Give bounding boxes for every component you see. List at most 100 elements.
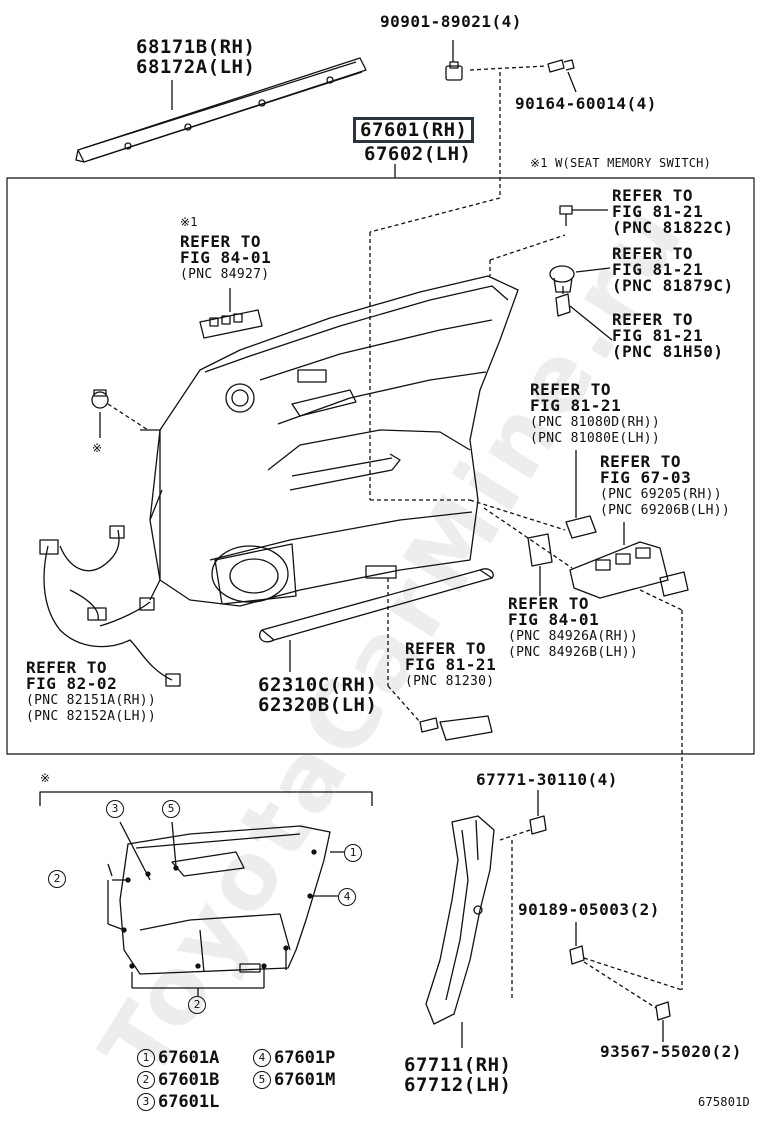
ref-81822c-line2: FIG 81-21 xyxy=(612,202,704,221)
subassembly-panel-drawing xyxy=(119,825,331,975)
label-clip-pillar: 67771-30110(4) xyxy=(476,770,618,789)
label-clip-90189: 90189-05003(2) xyxy=(518,900,660,919)
molding-strip-drawing xyxy=(75,57,367,163)
callout-marker-4: 4 xyxy=(338,888,359,906)
ref-82151-line4: (PNC 82152A(LH)) xyxy=(26,709,157,724)
ref-81h50-line2: FIG 81-21 xyxy=(612,326,704,345)
ref-84926-line4: (PNC 84926B(LH)) xyxy=(508,645,639,660)
label-panel-lh: 67602(LH) xyxy=(364,143,472,165)
ref-69205-line3: (PNC 69205(RH)) xyxy=(600,487,722,502)
ref-84927-line1: REFER TO xyxy=(180,232,262,251)
ref-81080-line3: (PNC 81080D(RH)) xyxy=(530,415,661,430)
label-panel-rh-highlight[interactable]: 67601(RH) xyxy=(353,117,475,143)
callout-marker-3: 3 xyxy=(106,800,127,818)
figure-code: 675801D xyxy=(698,1095,750,1109)
ref-84927-marker: ※1 xyxy=(180,215,198,229)
weatherstrip-drawing xyxy=(259,568,494,643)
ref-81230-line1: REFER TO xyxy=(405,639,487,658)
label-screw-93567: 93567-55020(2) xyxy=(600,1042,742,1061)
label-screw-top: 90164-60014(4) xyxy=(515,94,657,113)
ref-69205-line1: REFER TO xyxy=(600,452,682,471)
clip-81822c-drawing xyxy=(559,205,573,226)
ref-81879c-line1: REFER TO xyxy=(612,244,694,263)
ref-81h50-line1: REFER TO xyxy=(612,310,694,329)
callout-circle-4: 4 xyxy=(338,888,356,906)
rod-81h50-drawing xyxy=(555,286,571,317)
label-pillar-trim-rh: 67711(RH) xyxy=(404,1054,512,1076)
label-molding-rh: 68171B(RH) xyxy=(136,36,256,58)
switch-84926-drawing xyxy=(527,533,553,596)
clip-pillar-drawing xyxy=(529,790,547,835)
callout-marker-5: 5 xyxy=(162,800,183,818)
ref-84926-line1: REFER TO xyxy=(508,594,590,613)
legend-num-1: 1 xyxy=(136,1049,155,1067)
callout-circle-2b: 2 xyxy=(188,996,206,1014)
clip-left-asterisk: ※ xyxy=(92,441,103,455)
ref-81080-line1: REFER TO xyxy=(530,380,612,399)
legend-part-2: 67601B xyxy=(157,1070,220,1090)
clip-90189-drawing xyxy=(569,945,585,965)
legend-num-5: 5 xyxy=(252,1071,271,1089)
main-frame xyxy=(6,177,755,755)
legend-num-2: 2 xyxy=(136,1071,155,1089)
ref-81080-line4: (PNC 81080E(LH)) xyxy=(530,431,661,446)
callout-marker-1: 1 xyxy=(344,844,365,862)
clip-top-drawing xyxy=(445,40,463,81)
handle-81879c-drawing xyxy=(549,265,575,293)
ref-81879c-line3: (PNC 81879C) xyxy=(612,276,734,295)
ref-69205-line4: (PNC 69206B(LH)) xyxy=(600,503,731,518)
legend-part-3: 67601L xyxy=(157,1092,220,1112)
ref-81230-line3: (PNC 81230) xyxy=(405,674,495,689)
screw-93567-drawing xyxy=(655,1001,671,1042)
door-panel-drawing xyxy=(140,275,519,607)
ref-84927-line2: FIG 84-01 xyxy=(180,248,272,267)
ref-81080-line2: FIG 81-21 xyxy=(530,396,622,415)
callout-marker-2-bottom: 2 xyxy=(188,996,209,1014)
ref-81822c-line1: REFER TO xyxy=(612,186,694,205)
ref-82151-line2: FIG 82-02 xyxy=(26,674,118,693)
callout-circle-1: 1 xyxy=(344,844,362,862)
courtesy-light-drawing xyxy=(419,715,493,741)
wire-harness-drawing xyxy=(39,525,181,687)
clip-81080-drawing xyxy=(565,450,597,539)
switch-84927-drawing xyxy=(199,309,263,339)
ref-81879c-line2: FIG 81-21 xyxy=(612,260,704,279)
label-molding-lh: 68172A(LH) xyxy=(136,56,256,78)
legend-part-4: 67601P xyxy=(273,1048,336,1068)
ref-84927-line3: (PNC 84927) xyxy=(180,267,270,282)
legend-part-1: 67601A xyxy=(157,1048,220,1068)
ref-81230-line2: FIG 81-21 xyxy=(405,655,497,674)
screw-top-drawing xyxy=(547,59,577,93)
legend-num-3: 3 xyxy=(136,1093,155,1111)
ref-84926-line2: FIG 84-01 xyxy=(508,610,600,629)
callout-marker-2-left: 2 xyxy=(48,870,69,888)
callout-circle-2a: 2 xyxy=(48,870,66,888)
label-weatherstrip-rh: 62310C(RH) xyxy=(258,674,378,696)
armrest-switch-drawing xyxy=(569,541,689,599)
note-seat-memory: ※1 W(SEAT MEMORY SWITCH) xyxy=(530,156,712,170)
ref-81822c-line3: (PNC 81822C) xyxy=(612,218,734,237)
legend-num-4: 4 xyxy=(252,1049,271,1067)
pillar-trim-drawing xyxy=(425,815,495,1025)
subassembly-bracket xyxy=(39,791,373,806)
legend-part-5: 67601M xyxy=(273,1070,336,1090)
ref-82151-line3: (PNC 82151A(RH)) xyxy=(26,693,157,708)
ref-84926-line3: (PNC 84926A(RH)) xyxy=(508,629,639,644)
ref-82151-line1: REFER TO xyxy=(26,658,108,677)
callout-circle-3: 3 xyxy=(106,800,124,818)
subassembly-marker: ※ xyxy=(40,771,51,785)
label-pillar-trim-lh: 67712(LH) xyxy=(404,1074,512,1096)
ref-69205-line2: FIG 67-03 xyxy=(600,468,692,487)
label-clip-top: 90901-89021(4) xyxy=(380,12,522,31)
label-weatherstrip-lh: 62320B(LH) xyxy=(258,694,378,716)
ref-81h50-line3: (PNC 81H50) xyxy=(612,342,724,361)
callout-circle-5: 5 xyxy=(162,800,180,818)
clip-left-drawing xyxy=(91,389,109,409)
